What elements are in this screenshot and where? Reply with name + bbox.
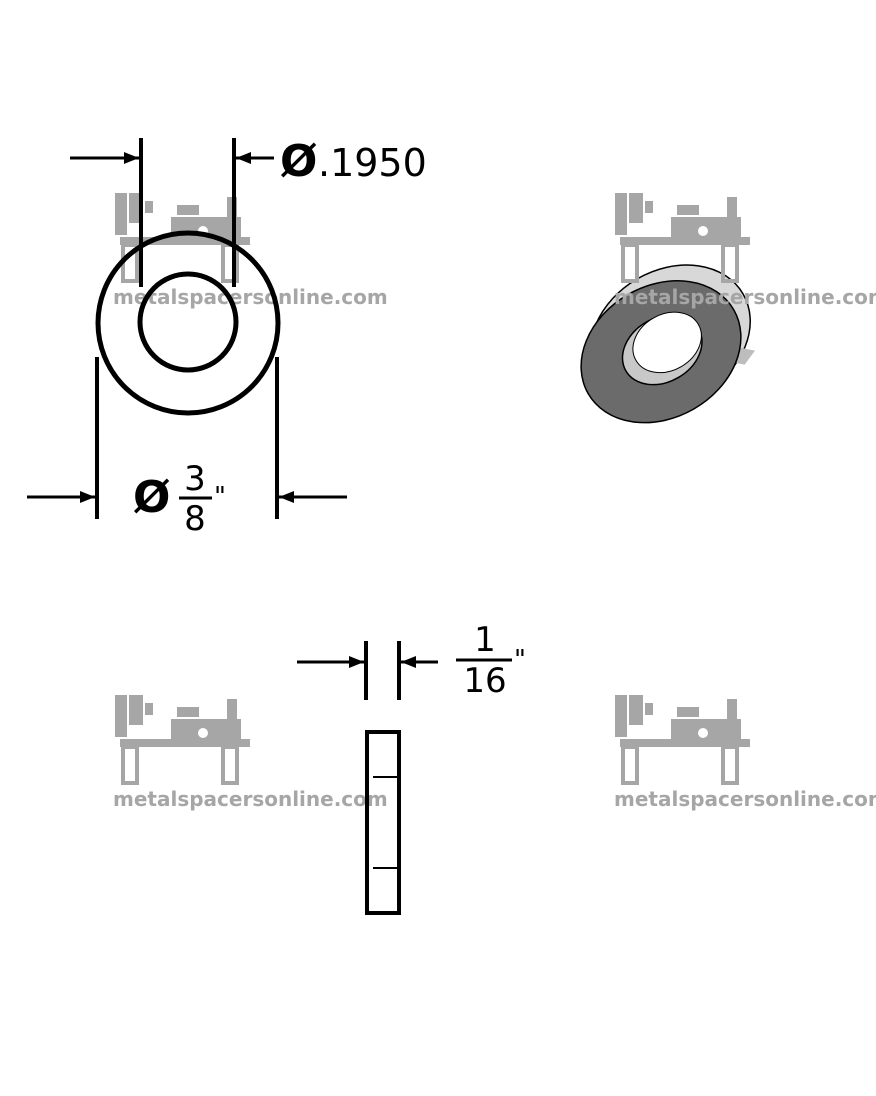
inner-diameter-value: .1950 (318, 141, 427, 185)
watermark-top-left: metalspacersonline.com (113, 191, 388, 309)
side-profile (365, 730, 401, 915)
inner-circle (137, 271, 239, 373)
isometric-view (580, 264, 756, 424)
outer-diameter-numerator: 3 (184, 459, 206, 499)
inch-unit: " (214, 482, 226, 512)
inch-unit: " (514, 645, 526, 675)
watermark-text: metalspacersonline.com (614, 285, 876, 309)
thickness-denominator: 16 (463, 661, 506, 701)
side-view (297, 641, 512, 915)
watermark-text: metalspacersonline.com (113, 285, 388, 309)
watermark-bottom-left: metalspacersonline.com (113, 693, 388, 811)
watermark-top-right: metalspacersonline.com (613, 191, 876, 309)
watermark-text: metalspacersonline.com (113, 787, 388, 811)
outer-diameter-denominator: 8 (184, 499, 206, 539)
lathe-logo-icon (113, 693, 252, 785)
diameter-symbol: Ø (133, 472, 170, 523)
front-view (27, 138, 347, 519)
lathe-logo-icon (613, 693, 752, 785)
watermark-text: metalspacersonline.com (614, 787, 876, 811)
lathe-logo-icon (113, 191, 252, 283)
diameter-symbol: Ø (280, 136, 317, 187)
watermark-bottom-right: metalspacersonline.com (613, 693, 876, 811)
thickness-numerator: 1 (474, 620, 496, 660)
outer-circle (95, 230, 281, 416)
